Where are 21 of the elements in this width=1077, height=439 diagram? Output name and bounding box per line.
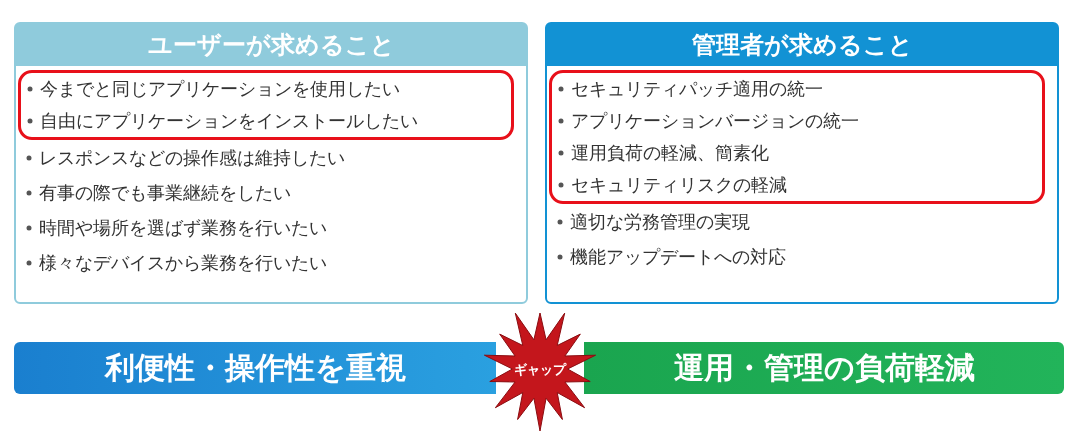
highlight-frame	[549, 70, 1045, 204]
panel-card	[545, 22, 1059, 304]
bullet-text: セキュリティパッチ適用の統一	[571, 77, 823, 101]
bullet-text: 適切な労務管理の実現	[570, 209, 750, 234]
panel-heading: ユーザーが求めること	[16, 24, 526, 66]
gap-label: ギャップ	[514, 362, 566, 377]
bullet-text: 機能アップデートへの対応	[570, 244, 786, 269]
bullet-text: アプリケーションバージョンの統一	[571, 109, 859, 133]
summary-band: 運用・管理の負荷軽減	[584, 342, 1064, 394]
panel-heading: 管理者が求めること	[547, 24, 1057, 66]
bullet-text: 様々なデバイスから業務を行いたい	[39, 250, 327, 275]
summary-band: 利便性・操作性を重視	[14, 342, 496, 394]
bullet-text: セキュリティリスクの軽減	[571, 173, 787, 197]
panel-card	[14, 22, 528, 304]
bullet-text: 有事の際でも事業継続をしたい	[39, 180, 291, 205]
bullet-text: 運用負荷の軽減、簡素化	[571, 141, 769, 165]
bullet-text: 時間や場所を選ばず業務を行いたい	[39, 215, 327, 240]
highlight-frame	[18, 70, 514, 140]
bullet-text: 今までと同じアプリケーションを使用したい	[40, 77, 400, 101]
bullet-text: 自由にアプリケーションをインストールしたい	[40, 109, 418, 133]
bullet-text: レスポンスなどの操作感は維持したい	[39, 145, 345, 170]
